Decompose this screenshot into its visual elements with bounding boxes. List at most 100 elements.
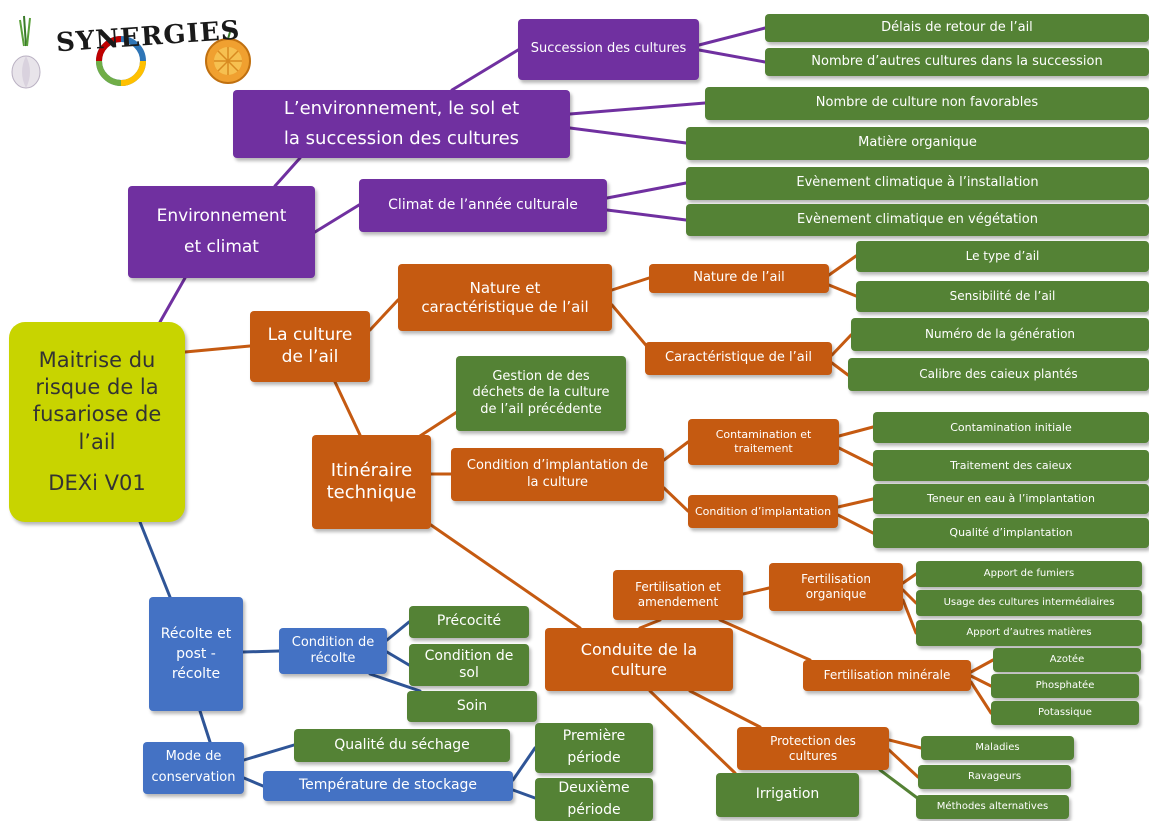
leaf-traitement-caieux: Traitement des caieux [873, 450, 1149, 481]
node-culture-ail: La culture de l’ail [250, 311, 370, 382]
leaf-apport-autres-matieres: Apport d’autres matières [916, 620, 1142, 646]
link-carac-numero [830, 333, 853, 357]
node-recolte-post-recolte: Récolte et post - récolte [149, 597, 243, 711]
leaf-ravageurs: Ravageurs [918, 765, 1071, 789]
link-nature-carac [610, 303, 652, 352]
leaf-premiere-periode: Première période [535, 723, 653, 773]
link-sol-succession [450, 48, 520, 92]
leaf-azotee: Azotée [993, 648, 1141, 672]
link-itin-conduite [429, 523, 582, 630]
link-root-culture [183, 344, 252, 354]
link-culture-nature [368, 298, 400, 332]
link-conduite-irrig [648, 689, 737, 775]
link-cond-teneur [836, 497, 875, 509]
link-min-potass [969, 680, 993, 715]
leaf-qualite-implantation: Qualité d’implantation [873, 518, 1149, 548]
link-org-interm [901, 588, 918, 605]
leaf-delais-retour: Délais de retour de l’ail [765, 14, 1149, 42]
leaf-climat-vegetation: Evènement climatique en végétation [686, 204, 1149, 236]
leaf-contamination-initiale: Contamination initiale [873, 412, 1149, 443]
link-protec-alt [878, 768, 922, 802]
leaf-phosphatee: Phosphatée [991, 674, 1139, 698]
leaf-calibre-caieux: Calibre des caieux plantés [848, 358, 1149, 391]
link-recolte-cond [241, 649, 281, 654]
link-contam-trait [837, 446, 875, 467]
node-caracteristique-ail: Caractéristique de l’ail [645, 342, 832, 375]
link-implant-cond [662, 486, 690, 513]
leaf-sensibilite-ail: Sensibilité de l’ail [856, 281, 1149, 312]
link-root-env [158, 276, 187, 324]
leaf-numero-generation: Numéro de la génération [851, 318, 1149, 351]
link-conserv-sechage [242, 743, 296, 762]
leaf-qualite-sechage: Qualité du séchage [294, 729, 510, 762]
node-nature-caracteristique: Nature et caractéristique de l’ail [398, 264, 612, 331]
node-fertilisation-organique: Fertilisation organique [769, 563, 903, 611]
node-conduite-culture: Conduite de la culture [545, 628, 733, 691]
root-node: Maitrise du risque de la fusariose de l’… [9, 322, 185, 522]
leaf-nombre-autres-cultures: Nombre d’autres cultures dans la success… [765, 48, 1149, 76]
link-cond-soin [368, 672, 422, 693]
node-nature-ail: Nature de l’ail [649, 264, 829, 293]
link-sol-matiere [568, 126, 688, 145]
leaf-precocite: Précocité [409, 606, 529, 638]
link-min-azotee [969, 658, 995, 674]
link-env-climat [313, 203, 361, 234]
link-naturail-type [827, 254, 858, 277]
synergies-logo: SYNERGIES [4, 6, 254, 96]
link-nature-naturail [610, 276, 651, 292]
link-root-recolte [138, 520, 172, 599]
link-succ-nombre [697, 48, 767, 64]
link-naturail-sens [827, 283, 858, 298]
link-fert-min [718, 618, 812, 662]
leaf-cultures-intermediaires: Usage des cultures intermédiaires [916, 590, 1142, 616]
node-succession: Succession des cultures [518, 19, 699, 80]
link-temp-deuxieme [511, 788, 537, 800]
link-cond-qualite [836, 513, 875, 535]
node-mode-conservation: Mode de conservation [143, 742, 244, 794]
node-protection-cultures: Protection des cultures [737, 727, 889, 770]
link-cond-precocite [385, 620, 411, 642]
link-implant-contam [662, 440, 690, 462]
link-conserv-temp [242, 776, 265, 788]
link-fert-org [741, 586, 771, 596]
leaf-maladies: Maladies [921, 736, 1074, 760]
link-carac-calibre [830, 361, 850, 377]
swirl-icon [96, 36, 146, 86]
link-org-fumiers [901, 572, 918, 585]
link-protec-ravageurs [887, 748, 920, 779]
leaf-matiere-organique: Matière organique [686, 127, 1149, 160]
leaf-apport-fumiers: Apport de fumiers [916, 561, 1142, 587]
link-climat-veget [605, 208, 688, 222]
link-org-autres [901, 598, 918, 635]
leaf-deuxieme-periode: Deuxième période [535, 778, 653, 821]
link-cond-sol [385, 650, 411, 667]
node-gestion-dechets: Gestion de des déchets de la culture de … [456, 356, 626, 431]
leaf-soin: Soin [407, 691, 537, 722]
root-version: DEXi V01 [48, 470, 146, 495]
node-environnement-sol: L’environnement, le sol et la succession… [233, 90, 570, 158]
node-contamination-traitement: Contamination et traitement [688, 419, 839, 465]
leaf-cultures-non-favorables: Nombre de culture non favorables [705, 87, 1149, 120]
link-env-sol [273, 156, 302, 188]
garlic-icon [11, 15, 41, 89]
leaf-teneur-eau: Teneur en eau à l’implantation [873, 484, 1149, 514]
link-conduite-fert [638, 618, 662, 630]
leaf-potassique: Potassique [991, 701, 1139, 725]
node-temperature-stockage: Température de stockage [263, 771, 513, 801]
node-climat-annee: Climat de l’année culturale [359, 179, 607, 232]
node-condition-recolte: Condition de récolte [279, 628, 387, 674]
node-condition-implantation: Condition d’implantation [688, 495, 838, 528]
link-conduite-protec [688, 689, 762, 729]
link-itin-gestion [418, 408, 462, 438]
link-succ-delais [697, 26, 767, 47]
leaf-condition-sol: Condition de sol [409, 644, 529, 686]
node-condition-implantation-culture: Condition d’implantation de la culture [451, 448, 664, 501]
melon-icon [205, 31, 251, 84]
link-protec-maladies [887, 738, 923, 750]
node-environnement-climat: Environnement et climat [128, 186, 315, 278]
node-fertilisation-amendement: Fertilisation et amendement [613, 570, 743, 620]
leaf-type-ail: Le type d’ail [856, 241, 1149, 272]
node-fertilisation-minerale: Fertilisation minérale [803, 660, 971, 691]
link-climat-install [605, 181, 688, 200]
